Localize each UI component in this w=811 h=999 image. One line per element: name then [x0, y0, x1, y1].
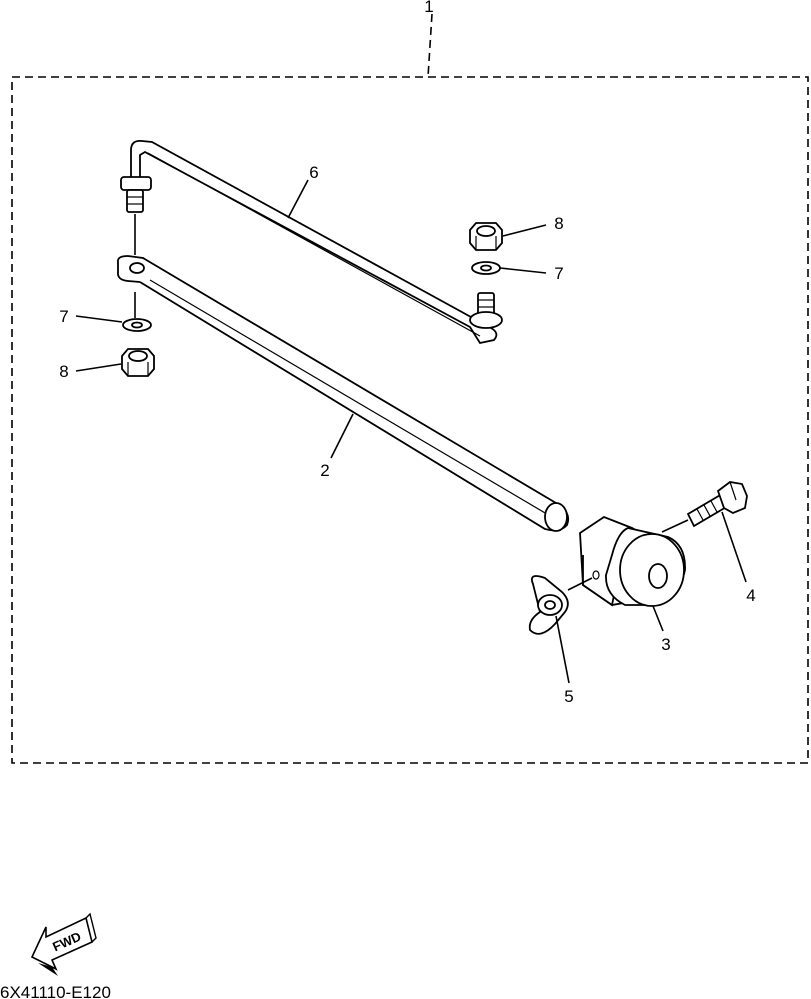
callout-2: 2	[320, 461, 329, 480]
callout-7a: 7	[554, 264, 563, 283]
callout-1: 1	[424, 0, 433, 16]
callout-5: 5	[564, 687, 573, 706]
callout-7b: 7	[59, 307, 68, 326]
leader-3	[652, 605, 664, 632]
part-5-wing-nut	[528, 575, 569, 635]
part-8-nut-left	[121, 348, 155, 377]
part-8-nut-right	[469, 222, 503, 251]
drawing-code: 6X41110-E120	[0, 983, 111, 999]
leader-1	[427, 13, 433, 78]
leader-7a	[499, 267, 547, 274]
callout-8a: 8	[554, 214, 563, 233]
part-4-bolt	[686, 481, 748, 528]
fwd-arrow-icon: FWD	[30, 912, 97, 976]
leader-5	[555, 615, 570, 684]
part-6-rod	[120, 140, 503, 345]
leader-8b	[75, 363, 122, 372]
part-2-bar	[117, 255, 570, 532]
leader-7b	[75, 315, 123, 323]
assembly-boundary	[11, 76, 809, 764]
callout-6: 6	[309, 163, 318, 182]
leader-6	[287, 179, 309, 219]
leader-8a	[502, 224, 547, 237]
leader-2	[330, 413, 354, 459]
part-7-washer-left	[122, 318, 152, 332]
callout-8b: 8	[59, 362, 68, 381]
part-3-clamp	[579, 515, 686, 607]
callout-4: 4	[746, 586, 755, 605]
callout-3: 3	[661, 635, 670, 654]
part-7-washer-right	[471, 261, 501, 275]
axis-line-clamp	[567, 577, 593, 591]
axis-line-bolt	[661, 519, 689, 533]
leader-4	[721, 511, 747, 583]
